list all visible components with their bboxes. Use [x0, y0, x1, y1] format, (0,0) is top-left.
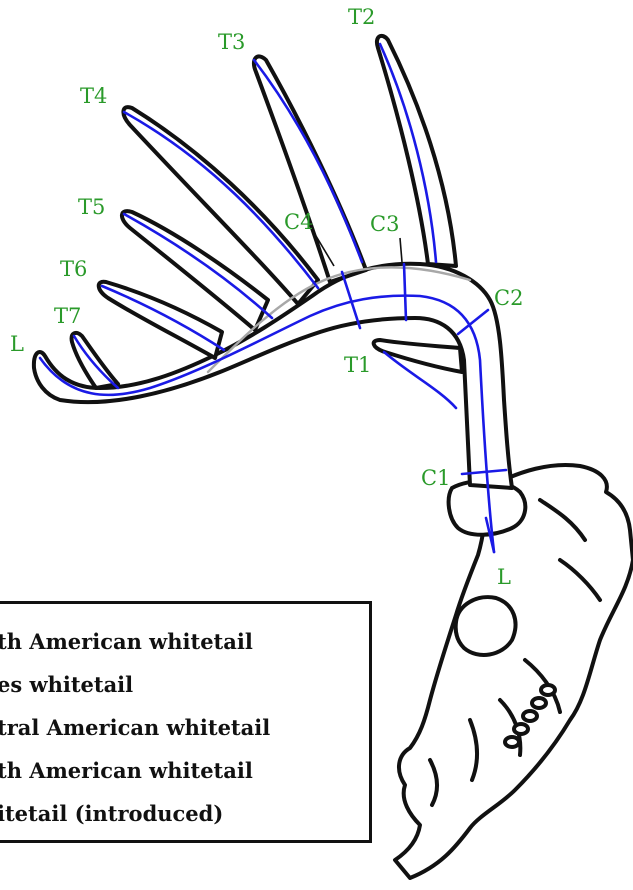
label-c2: C2 — [494, 286, 523, 310]
legend-item: tral American whitetail — [0, 714, 369, 757]
label-t3: T3 — [218, 30, 245, 54]
label-c1: C1 — [421, 466, 450, 490]
legend-item: th American whitetail — [0, 757, 369, 800]
label-l-beam: L — [10, 332, 24, 356]
legend-list: th American whitetail es whitetail tral … — [0, 628, 369, 843]
label-l-base: L — [497, 565, 511, 589]
label-t7: T7 — [54, 304, 81, 328]
label-t2: T2 — [348, 5, 375, 29]
label-c3: C3 — [370, 212, 399, 236]
label-t6: T6 — [60, 257, 87, 281]
label-c4: C4 — [284, 210, 313, 234]
legend-item: itetail (introduced) — [0, 800, 369, 843]
label-t5: T5 — [78, 195, 105, 219]
c3-pointer — [400, 238, 402, 262]
label-t4: T4 — [80, 84, 107, 108]
legend-item: es whitetail — [0, 671, 369, 714]
legend-box: th American whitetail es whitetail tral … — [0, 601, 372, 843]
label-t1: T1 — [344, 353, 371, 377]
legend-item: th American whitetail — [0, 628, 369, 671]
